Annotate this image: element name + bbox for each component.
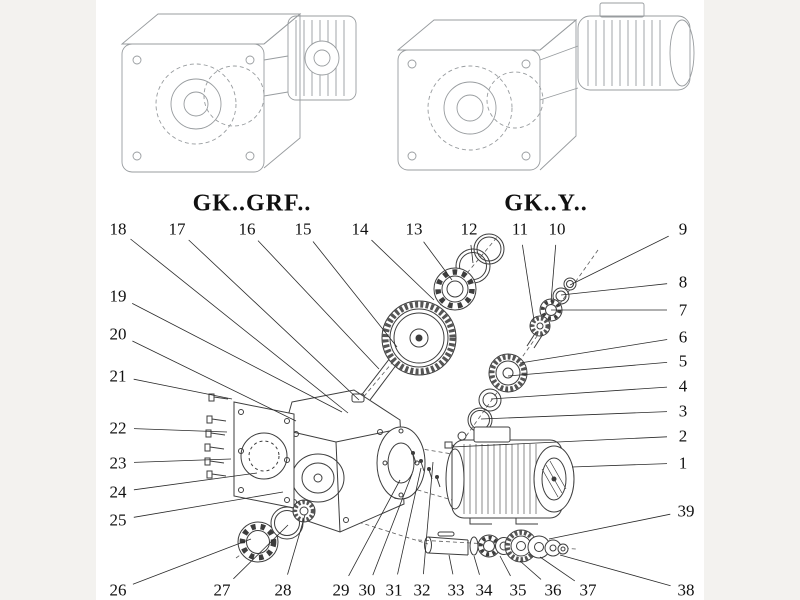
callout-28: 28 [274, 580, 292, 600]
callout-5: 5 [678, 351, 688, 371]
leader-line-1 [571, 463, 668, 468]
callout-12: 12 [460, 219, 478, 239]
leader-line-27 [233, 524, 289, 580]
leader-line-19 [132, 303, 343, 413]
callout-36: 36 [544, 580, 562, 600]
leader-line-22 [133, 428, 228, 433]
leader-line-37 [539, 556, 576, 582]
callout-6: 6 [678, 327, 688, 347]
leader-line-24 [133, 472, 258, 491]
callout-29: 29 [332, 580, 350, 600]
pinion-stack-drawing [526, 277, 577, 349]
callout-24: 24 [109, 482, 127, 502]
bottom-bearing-drawing [237, 499, 316, 563]
leader-line-12 [470, 244, 474, 264]
main-bearing-drawing [433, 267, 477, 311]
leader-line-4 [490, 386, 668, 400]
leader-line-20 [132, 340, 297, 422]
callout-23: 23 [109, 453, 127, 473]
callout-11: 11 [511, 219, 529, 239]
callout-3: 3 [678, 401, 688, 421]
leader-line-16 [257, 240, 380, 370]
exploded-parts [204, 233, 577, 563]
callout-19: 19 [109, 286, 127, 306]
leader-line-33 [448, 554, 454, 575]
assembled-motor-drawing [539, 2, 695, 101]
callout-37: 37 [579, 580, 597, 600]
leader-line-14 [371, 239, 435, 301]
leader-line-31 [397, 467, 422, 575]
callout-7: 7 [678, 300, 688, 320]
callout-9: 9 [678, 219, 688, 239]
right-margin [704, 0, 800, 600]
callout-4: 4 [678, 376, 688, 396]
callout-38: 38 [677, 580, 695, 600]
leader-lines [130, 235, 671, 587]
leader-line-5 [507, 362, 668, 377]
leader-line-29 [348, 479, 401, 577]
output-shaft-drawing [424, 529, 569, 563]
leader-line-11 [522, 244, 535, 321]
leader-line-36 [519, 560, 542, 580]
housing-drawing [283, 389, 426, 533]
leader-line-23 [133, 458, 232, 463]
model-title-grf: GK..GRF.. [192, 190, 312, 217]
callout-31: 31 [385, 580, 403, 600]
callout-27: 27 [213, 580, 231, 600]
callout-21: 21 [109, 366, 127, 386]
leader-line-3 [480, 411, 668, 420]
callout-18: 18 [109, 219, 127, 239]
leader-line-28 [287, 514, 306, 575]
left-margin [0, 0, 96, 600]
callout-39: 39 [677, 501, 695, 521]
callout-16: 16 [238, 219, 256, 239]
bevel-gear-drawing [381, 300, 457, 376]
callout-33: 33 [447, 580, 465, 600]
leader-line-15 [312, 241, 398, 348]
callout-26: 26 [109, 580, 127, 600]
leader-line-38 [559, 554, 671, 587]
callout-34: 34 [475, 580, 493, 600]
callout-20: 20 [109, 324, 127, 344]
leader-line-25 [133, 491, 284, 518]
leader-line-32 [423, 461, 434, 575]
callout-22: 22 [109, 418, 127, 438]
leader-line-13 [423, 241, 453, 281]
callout-10: 10 [548, 219, 566, 239]
callout-35: 35 [509, 580, 527, 600]
leader-line-30 [372, 473, 413, 576]
model-title-y: GK..Y.. [504, 190, 588, 217]
leader-line-18 [130, 238, 349, 414]
callout-30: 30 [358, 580, 376, 600]
leader-line-9 [569, 235, 669, 286]
leader-line-39 [548, 513, 671, 540]
callout-8: 8 [678, 272, 688, 292]
motor-drawing [445, 426, 575, 525]
leader-line-2 [451, 436, 668, 448]
callout-14: 14 [351, 219, 369, 239]
leader-line-10 [550, 244, 557, 303]
motor-studs-drawing [411, 451, 441, 488]
leader-line-17 [188, 239, 360, 401]
leader-line-6 [519, 339, 668, 364]
callout-1: 1 [678, 453, 688, 473]
callout-32: 32 [413, 580, 431, 600]
leader-line-8 [560, 283, 668, 296]
leader-line-35 [499, 555, 511, 577]
intermediate-gear-drawing [488, 353, 528, 393]
leader-line-26 [132, 538, 252, 585]
flange-plate-drawing [233, 401, 295, 509]
callout-17: 17 [168, 219, 186, 239]
callout-25: 25 [109, 510, 127, 530]
flange-screws-drawing [204, 393, 229, 479]
callout-2: 2 [678, 426, 688, 446]
callout-13: 13 [405, 219, 423, 239]
callout-15: 15 [294, 219, 312, 239]
gearbox-grf-drawing [120, 13, 357, 173]
leader-line-21 [133, 378, 233, 400]
leader-line-34 [473, 555, 480, 575]
gearbox-y-drawing [396, 2, 695, 171]
